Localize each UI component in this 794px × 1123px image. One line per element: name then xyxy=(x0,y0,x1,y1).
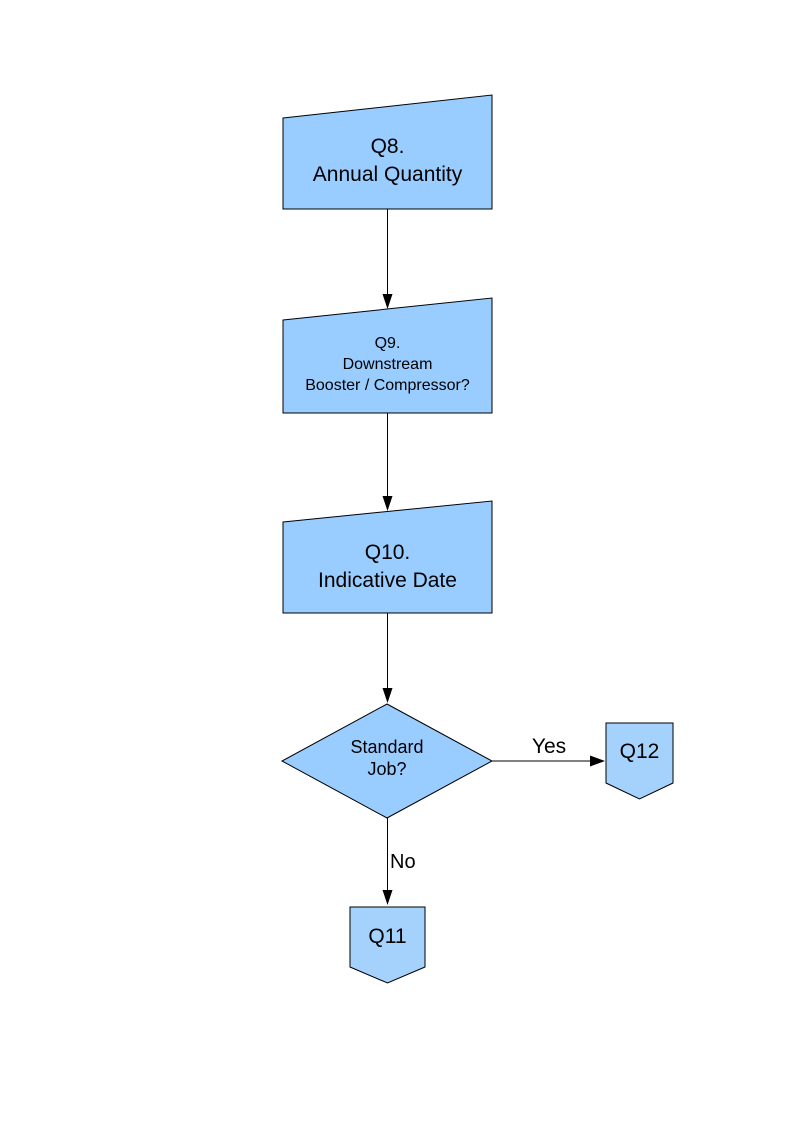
label-line: Standard xyxy=(350,737,424,757)
node-q9-label: Q9. Downstream Booster / Compressor? xyxy=(283,333,492,396)
arrow-decision-to-q12 xyxy=(492,755,605,767)
node-decision-label: Standard Job? xyxy=(287,736,487,780)
connector-q12-label: Q12 xyxy=(619,740,660,763)
arrowhead-down-icon xyxy=(382,890,393,905)
node-q10-shape xyxy=(282,500,493,614)
arrowhead-down-icon xyxy=(382,688,393,703)
edge-label-no: No xyxy=(390,851,416,873)
edge-label-yes: Yes xyxy=(531,735,567,758)
node-q8-shape xyxy=(282,94,493,210)
label-line: Job? xyxy=(367,759,407,779)
arrow-decision-to-q11 xyxy=(382,818,393,905)
label-line: Q8. xyxy=(370,135,405,158)
label-line: Q9. xyxy=(374,335,401,352)
arrowhead-down-icon xyxy=(382,496,393,511)
label-line: Annual Quantity xyxy=(312,163,463,186)
label-line: Downstream xyxy=(342,356,433,373)
connector-q11-label: Q11 xyxy=(368,925,407,948)
label-line: Q10. xyxy=(364,541,411,564)
node-q8-label: Q8. Annual Quantity xyxy=(283,133,492,189)
node-q10-label: Q10. Indicative Date xyxy=(283,539,492,595)
arrowhead-right-icon xyxy=(590,755,605,767)
arrow-q8-to-q9 xyxy=(382,209,393,309)
arrowhead-down-icon xyxy=(382,294,393,309)
label-line: Booster / Compressor? xyxy=(305,377,470,394)
connector-q11-shape xyxy=(349,906,426,984)
label-line: Indicative Date xyxy=(318,569,457,592)
node-q9-shape xyxy=(282,297,493,414)
arrow-q10-to-decision xyxy=(382,613,393,703)
arrow-q9-to-q10 xyxy=(382,413,393,511)
connector-q12-shape xyxy=(605,722,674,800)
